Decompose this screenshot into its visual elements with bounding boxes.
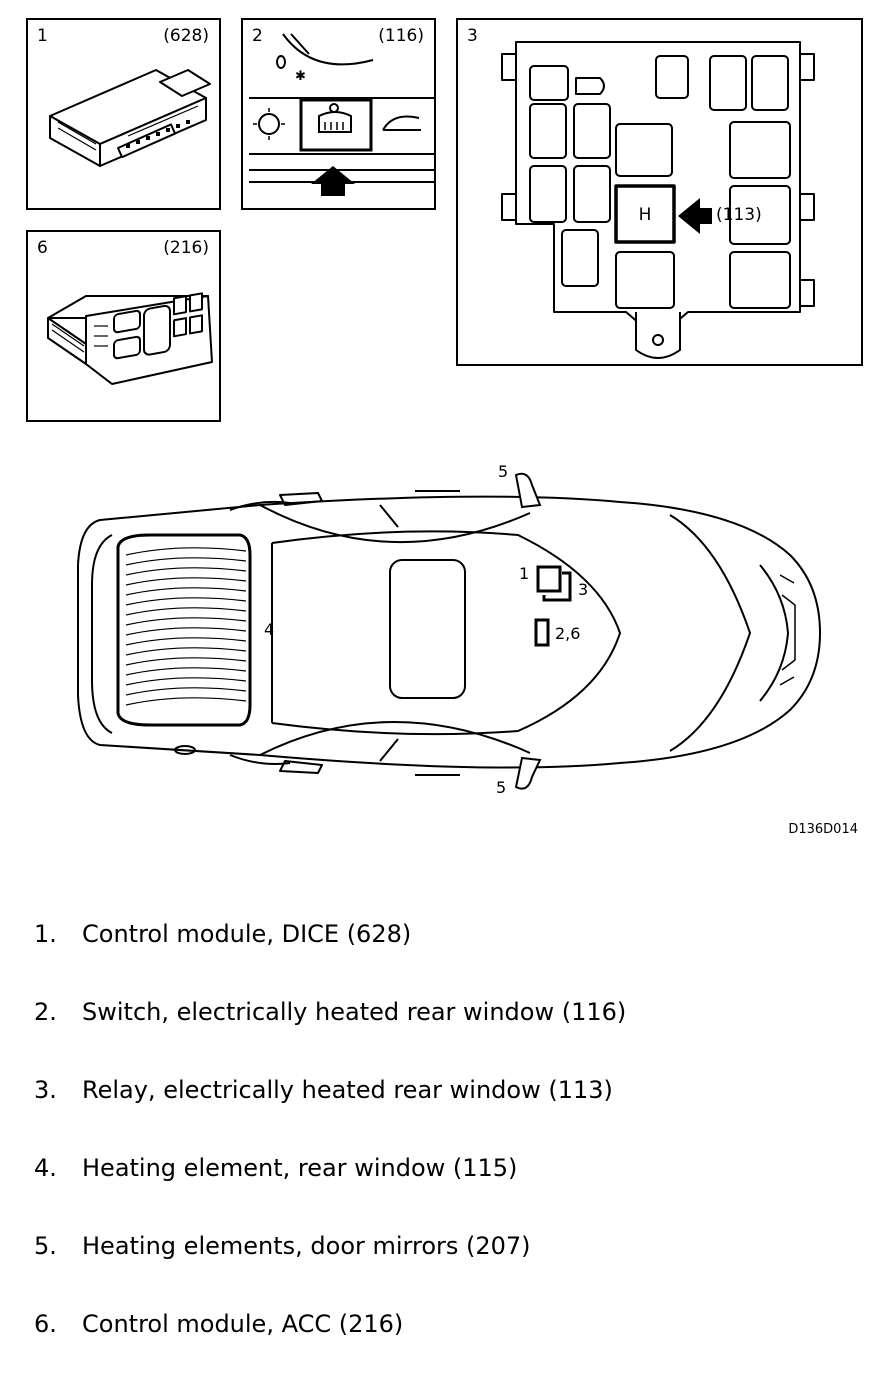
switch-panel-drawing: ✱: [249, 33, 435, 196]
callout-2-6: 2,6: [555, 624, 581, 643]
callout-3: 3: [578, 580, 589, 599]
legend-number: 3.: [34, 1076, 57, 1104]
car-top-view: [77, 472, 821, 790]
callout-5-bottom: 5: [496, 778, 507, 797]
panel-dice-module: 1 (628): [26, 18, 221, 210]
callout-1: 1: [519, 564, 530, 583]
legend-list: 1. Control module, DICE (628) 2. Switch, e…: [34, 912, 626, 1380]
panel-acc-module: 6 (216): [26, 230, 221, 422]
figure-id: D136D014: [788, 822, 858, 837]
panel-rear-window-switch: 2 (116) ✱: [241, 18, 436, 210]
panel-code: (628): [163, 26, 209, 46]
panel-code: (216): [163, 238, 209, 258]
dice-module-drawing: [49, 69, 211, 167]
legend-text: Relay, electrically heated rear window (…: [82, 1076, 613, 1104]
legend-number: 5.: [34, 1232, 57, 1260]
legend-item: 6. Control module, ACC (216): [34, 1302, 626, 1380]
legend-item: 2. Switch, electrically heated rear windo…: [34, 990, 626, 1068]
legend-number: 6.: [34, 1310, 57, 1338]
legend-text: Heating element, rear window (115): [82, 1154, 518, 1182]
relay-box-drawing: H (113): [501, 41, 815, 359]
callout-4: 4: [264, 620, 275, 639]
panel-relay-box: 3 H (113): [456, 18, 863, 366]
legend-item: 1. Control module, DICE (628): [34, 912, 626, 990]
panel-number: 6: [37, 238, 48, 258]
legend-item: 3. Relay, electrically heated rear window…: [34, 1068, 626, 1146]
relay-code-label: (113): [716, 205, 762, 225]
panel-number: 2: [252, 26, 263, 46]
legend-text: Heating elements, door mirrors (207): [82, 1232, 531, 1260]
legend-text: Control module, ACC (216): [82, 1310, 404, 1338]
svg-text:✱: ✱: [295, 69, 306, 84]
acc-module-drawing: [47, 292, 213, 385]
panel-number: 1: [37, 26, 48, 46]
legend-item: 4. Heating element, rear window (115): [34, 1146, 626, 1224]
legend-item: 5. Heating elements, door mirrors (207): [34, 1224, 626, 1302]
legend-number: 2.: [34, 998, 57, 1026]
callout-5-top: 5: [498, 462, 509, 481]
relay-h-label: H: [639, 205, 652, 225]
legend-number: 1.: [34, 920, 57, 948]
panel-number: 3: [467, 26, 478, 46]
legend-text: Control module, DICE (628): [82, 920, 412, 948]
legend-text: Switch, electrically heated rear window …: [82, 998, 627, 1026]
legend-number: 4.: [34, 1154, 57, 1182]
panel-code: (116): [378, 26, 424, 46]
